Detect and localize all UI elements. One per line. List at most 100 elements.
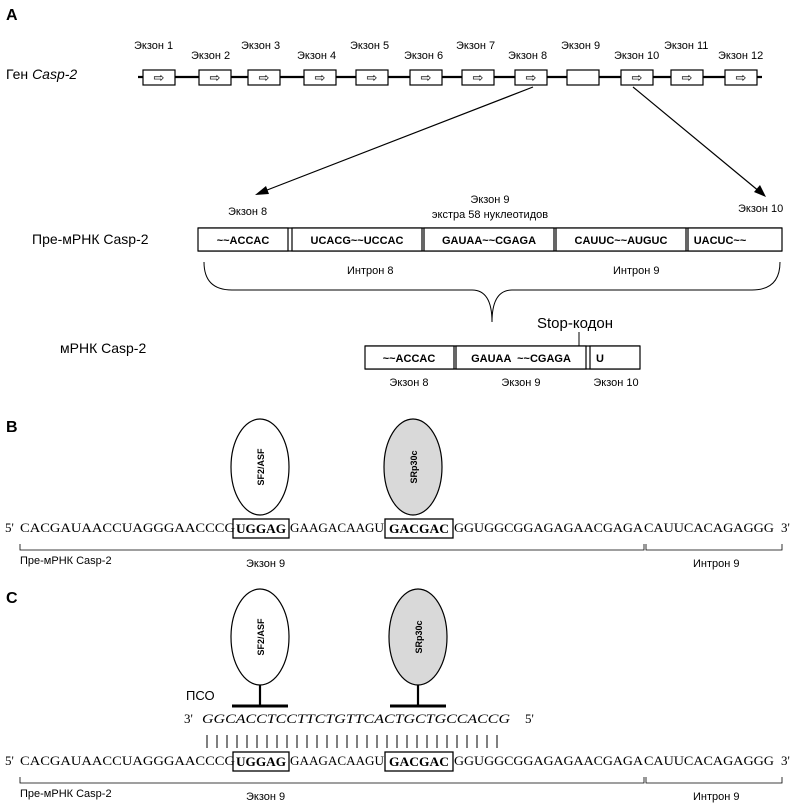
intron9-label-b: Интрон 9 [693,558,740,570]
sf2-asf-protein [230,418,290,516]
exon-arrow-icon: ⇨ [682,70,693,85]
exon-arrow-icon: ⇨ [210,70,221,85]
pre-mrna-label-b: Пре-мРНК Casp-2 [20,555,112,567]
seq-part-4-c: CAUUCACAGAGGG [644,753,774,768]
arrowhead-icon [754,185,766,197]
gene-label: Ген Casp-2 [6,66,77,82]
mrna-exon10-label: Экзон 10 [593,377,638,389]
seq-part-3: GGUGGCGGAGAGAACGAGA [454,520,644,535]
intron9-bracket-c [645,777,783,784]
sf2-binding-site-c: UGGAG [236,754,286,769]
exon-label-8: Экзон 8 [508,50,547,62]
mrna-exon8-label: Экзон 8 [389,377,428,389]
exon-box-3: ⇨ [247,69,281,86]
sf2-asf-label-c: SF2/ASF [256,618,266,656]
exon-arrow-icon: ⇨ [473,70,484,85]
seq-3prime-c: 3' [781,753,790,768]
pso-label: ПСО [186,688,215,703]
pso-sequence: GGCACCTCCTTCTGTTCACTGCTGCCACCG [202,711,511,726]
panel-a-label: A [6,7,18,24]
sf2-binding-box [232,518,290,539]
exon-label-7: Экзон 7 [456,40,495,52]
pso-5prime: 5' [525,711,534,726]
sf2-asf-label: SF2/ASF [256,448,266,486]
exon-label-11: Экзон 11 [664,40,708,52]
exon-box-9 [566,69,600,86]
exon9-label-c: Экзон 9 [246,791,285,803]
pre-mrna-seg-2 [291,227,423,252]
mrna-label: мРНК Casp-2 [60,340,146,356]
exon-box-4: ⇨ [303,69,337,86]
pre-mrna-seg-2-text: UCACG~~UCCAC [311,235,404,247]
mrna-seg-2 [455,345,587,370]
pre-mrna-exon9-extra: экстра 58 нуклеотидов [432,209,548,221]
exon-arrow-icon: ⇨ [632,70,643,85]
panel-c-label: C [6,590,18,607]
exon-label-10: Экзон 10 [614,50,659,62]
exon-arrow-icon: ⇨ [154,70,165,85]
exon9-bracket [19,544,645,551]
srp30c-label-c: SRp30c [414,620,424,653]
stop-codon-label: Stop-кодон [537,315,613,332]
zoom-arrow-right [632,86,761,193]
exon-arrow-icon: ⇨ [736,70,747,85]
intron9-bracket [645,544,783,551]
panel-b-label: B [6,419,18,436]
intron9-label: Интрон 9 [613,265,660,277]
exon-label-2: Экзон 2 [191,50,230,62]
exon-box-2: ⇨ [198,69,232,86]
exon-arrow-icon: ⇨ [421,70,432,85]
intron8-label: Интрон 8 [347,265,394,277]
srp30c-binding-site: GACGAC [389,521,449,536]
srp30c-binding-site-c: GACGAC [389,754,449,769]
pre-mrna-seg-3 [423,227,555,252]
pre-mrna-exon9-label: Экзон 9 [470,194,509,206]
mrna-seg-1 [364,345,455,370]
pre-mrna-exon8-label: Экзон 8 [228,206,267,218]
exon-box-6: ⇨ [409,69,443,86]
exon-arrow-icon: ⇨ [315,70,326,85]
exon-box-12: ⇨ [724,69,758,86]
srp30c-label: SRp30c [409,450,419,483]
seq-part-1: CACGAUAACCUAGGGAACCCG [20,520,235,535]
pre-mrna-seg-1 [197,227,289,252]
pre-mrna-label-c: Пре-мРНК Casp-2 [20,788,112,800]
pre-mrna-exon10-label: Экзон 10 [738,203,783,215]
zoom-arrow-left [261,86,534,193]
exon-arrow-icon: ⇨ [526,70,537,85]
mrna-seg-2-text: GAUAA ~~CGAGA [471,353,571,365]
mrna-seg-3 [589,345,641,370]
seq-part-3-c: GGUGGCGGAGAGAACGAGA [454,753,644,768]
exon-label-4: Экзон 4 [297,50,336,62]
exon-label-9: Экзон 9 [561,40,600,52]
pre-mrna-seg-4 [555,227,687,252]
gene-exons: ⇨ ⇨ ⇨ ⇨ ⇨ ⇨ ⇨ ⇨ ⇨ ⇨ ⇨ [142,69,758,86]
seq-part-1-c: CACGAUAACCUAGGGAACCCG [20,753,235,768]
mrna-seg-3-text: U [596,353,604,365]
intron9-label-c: Интрон 9 [693,791,740,803]
exon-box-8: ⇨ [514,69,548,86]
seq-3prime: 3' [781,520,790,535]
exon-box-11: ⇨ [670,69,704,86]
base-pairing-lines [206,735,498,748]
pre-mrna-seg-5-text: UACUC~~ [694,235,747,247]
seq-part-2-c: GAAGACAAGU [290,753,385,768]
exon9-label-b: Экзон 9 [246,558,285,570]
exon9-bracket-c [19,777,645,784]
exon-arrow-icon: ⇨ [259,70,270,85]
pre-mrna-seg-1-text: ~~ACCAC [217,235,270,247]
exon-arrow-icon: ⇨ [367,70,378,85]
seq-part-2: GAAGACAAGU [290,520,385,535]
mrna-exon9-label: Экзон 9 [501,377,540,389]
pre-mrna-seg-3-text: GAUAA~~CGAGA [442,235,536,247]
exon-label-12: Экзон 12 [718,50,763,62]
exon-box-10: ⇨ [620,69,654,86]
exon-label-6: Экзон 6 [404,50,443,62]
pre-mrna-label: Пре-мРНК Casp-2 [32,231,149,247]
sf2-binding-box-c [232,751,290,772]
srp30c-binding-box [384,518,454,539]
exon-label-5: Экзон 5 [350,40,389,52]
splicing-brace [203,261,781,323]
arrowhead-icon [255,186,269,195]
